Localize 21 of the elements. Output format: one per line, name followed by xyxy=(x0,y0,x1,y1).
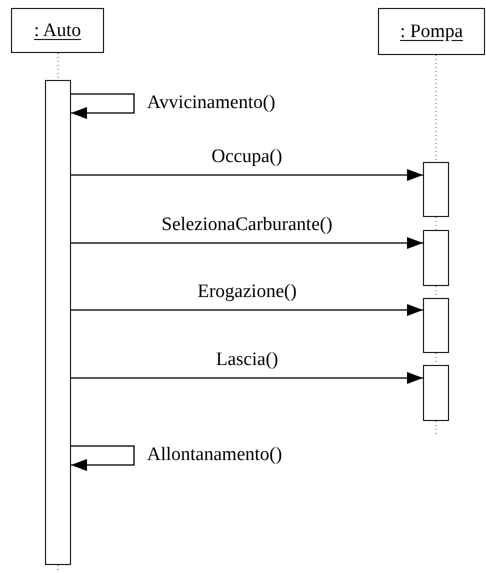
edge-label: SelezionaCarburante() xyxy=(160,214,334,236)
object-name: : Pompa xyxy=(400,20,463,42)
activation-bar xyxy=(45,80,71,565)
object-name: : Auto xyxy=(34,20,81,42)
activation-bar xyxy=(423,162,449,217)
edge-label: Lascia() xyxy=(215,349,280,371)
message-arrow xyxy=(71,237,423,249)
activation-bar xyxy=(423,298,449,353)
edge-label: Avvicinamento() xyxy=(146,92,276,114)
self-message-arrow xyxy=(71,445,135,471)
activation-bar xyxy=(423,230,449,286)
edge-label: Allontanamento() xyxy=(146,444,284,466)
edge-label: Erogazione() xyxy=(196,281,298,303)
activation-bar xyxy=(423,365,449,421)
object-box xyxy=(11,8,104,53)
self-message-arrow xyxy=(71,93,135,119)
message-arrow xyxy=(71,304,423,316)
message-arrow xyxy=(71,169,423,181)
object-box xyxy=(378,8,485,55)
message-arrow xyxy=(71,372,423,384)
edge-label: Occupa() xyxy=(210,146,284,168)
